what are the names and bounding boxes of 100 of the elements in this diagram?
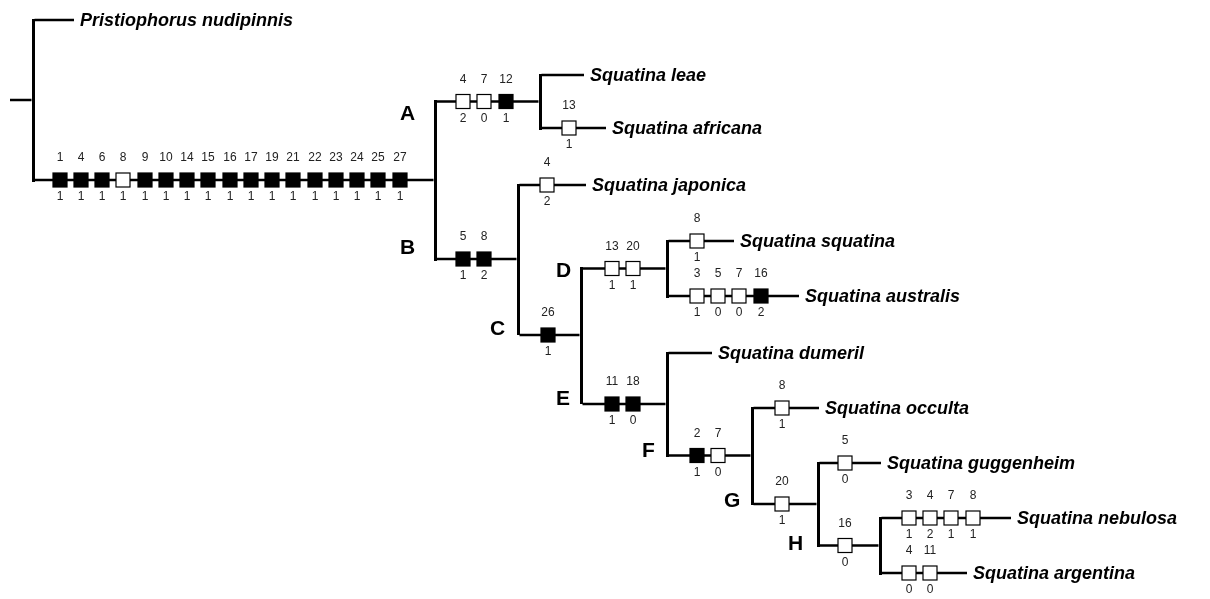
character-number: 16 (753, 267, 769, 280)
character-number: 22 (307, 151, 323, 164)
tree-branch (881, 516, 1011, 520)
character-number: 10 (158, 151, 174, 164)
tree-branch (582, 402, 666, 406)
state-number: 0 (713, 306, 723, 319)
character-number: 7 (713, 426, 723, 440)
character-number: 8 (479, 230, 489, 243)
state-number: 0 (904, 583, 914, 596)
character-number: 11 (922, 544, 938, 557)
tree-branch (668, 239, 734, 243)
taxon-name: Squatina africana (612, 117, 763, 139)
character-number: 5 (458, 230, 468, 243)
character-number: 24 (349, 151, 365, 164)
state-number: 2 (479, 269, 489, 282)
node-branch (750, 406, 754, 505)
character-number: 4 (76, 151, 86, 164)
state-number: 1 (161, 190, 171, 203)
character-number: 23 (328, 151, 344, 164)
state-number: 1 (777, 418, 787, 431)
state-number: 1 (501, 111, 511, 125)
state-number: 0 (734, 306, 744, 319)
state-number: 0 (840, 555, 850, 569)
state-number: 1 (76, 190, 86, 203)
state-number: 1 (458, 269, 468, 282)
tree-branch (34, 178, 434, 182)
state-number: 2 (458, 111, 468, 125)
tree-branch (753, 406, 819, 410)
state-number: 1 (97, 190, 107, 203)
state-number: 1 (352, 190, 362, 203)
character-number: 4 (925, 489, 935, 502)
state-number: 1 (310, 190, 320, 203)
clade-letter: E (556, 386, 570, 410)
character-number: 16 (837, 516, 853, 530)
character-number: 27 (392, 151, 408, 164)
state-number: 2 (925, 528, 935, 541)
node-branch (665, 351, 669, 457)
state-number: 1 (692, 306, 702, 319)
clade-letter: B (400, 235, 416, 259)
character-number: 15 (200, 151, 216, 164)
state-number: 0 (840, 473, 850, 486)
node-branch (665, 239, 669, 298)
tree-branch (519, 183, 586, 187)
character-number: 1 (55, 151, 65, 164)
character-number: 19 (264, 151, 280, 164)
character-number: 7 (734, 267, 744, 280)
character-number: 6 (97, 151, 107, 164)
character-number: 26 (540, 306, 556, 319)
character-number: 2 (692, 426, 702, 440)
tree-branch (819, 461, 881, 465)
character-number: 4 (542, 156, 552, 169)
character-number: 8 (692, 212, 702, 225)
tree-branch (541, 126, 606, 130)
tree-branch (541, 73, 584, 77)
node-branch (516, 183, 520, 335)
state-number: 1 (607, 278, 617, 292)
tree-branch (436, 100, 539, 103)
character-number: 21 (285, 151, 301, 164)
node-branch (538, 73, 542, 130)
state-number: 1 (564, 138, 574, 151)
state-number: 1 (288, 190, 298, 203)
character-number: 18 (625, 375, 641, 388)
character-number: 11 (604, 375, 620, 388)
tree-branch (668, 351, 712, 355)
node-branch (816, 461, 820, 547)
state-number: 1 (203, 190, 213, 203)
character-number: 16 (222, 151, 238, 164)
clade-letter: C (490, 316, 506, 340)
state-number: 0 (713, 465, 723, 479)
node-branch (31, 18, 35, 182)
tree-branch (881, 571, 967, 575)
tree-branch (753, 502, 817, 506)
character-number: 8 (118, 151, 128, 164)
state-number: 1 (628, 278, 638, 292)
state-number: 1 (692, 465, 702, 479)
tree-branch (668, 454, 751, 457)
state-number: 2 (542, 195, 552, 208)
state-number: 1 (140, 190, 150, 203)
character-number: 20 (625, 239, 641, 253)
character-number: 3 (904, 489, 914, 502)
character-number: 4 (458, 72, 468, 86)
tree-branch (519, 333, 580, 337)
taxon-name: Squatina squatina (740, 230, 896, 252)
state-number: 1 (946, 528, 956, 541)
state-number: 1 (395, 190, 405, 203)
state-number: 1 (331, 190, 341, 203)
character-number: 8 (968, 489, 978, 502)
node-branch (579, 266, 583, 404)
tree-branch (34, 18, 74, 22)
taxon-name: Squatina argentina (973, 562, 1136, 584)
state-number: 0 (628, 414, 638, 427)
clade-letter: F (642, 438, 655, 462)
character-number: 12 (498, 72, 514, 86)
state-number: 1 (182, 190, 192, 203)
state-number: 1 (267, 190, 277, 203)
taxon-name: Pristiophorus nudipinnis (80, 9, 293, 31)
state-number: 1 (118, 190, 128, 203)
taxon-name: Squatina nebulosa (1017, 507, 1178, 529)
state-number: 0 (479, 111, 489, 125)
tree-branch (10, 98, 32, 102)
